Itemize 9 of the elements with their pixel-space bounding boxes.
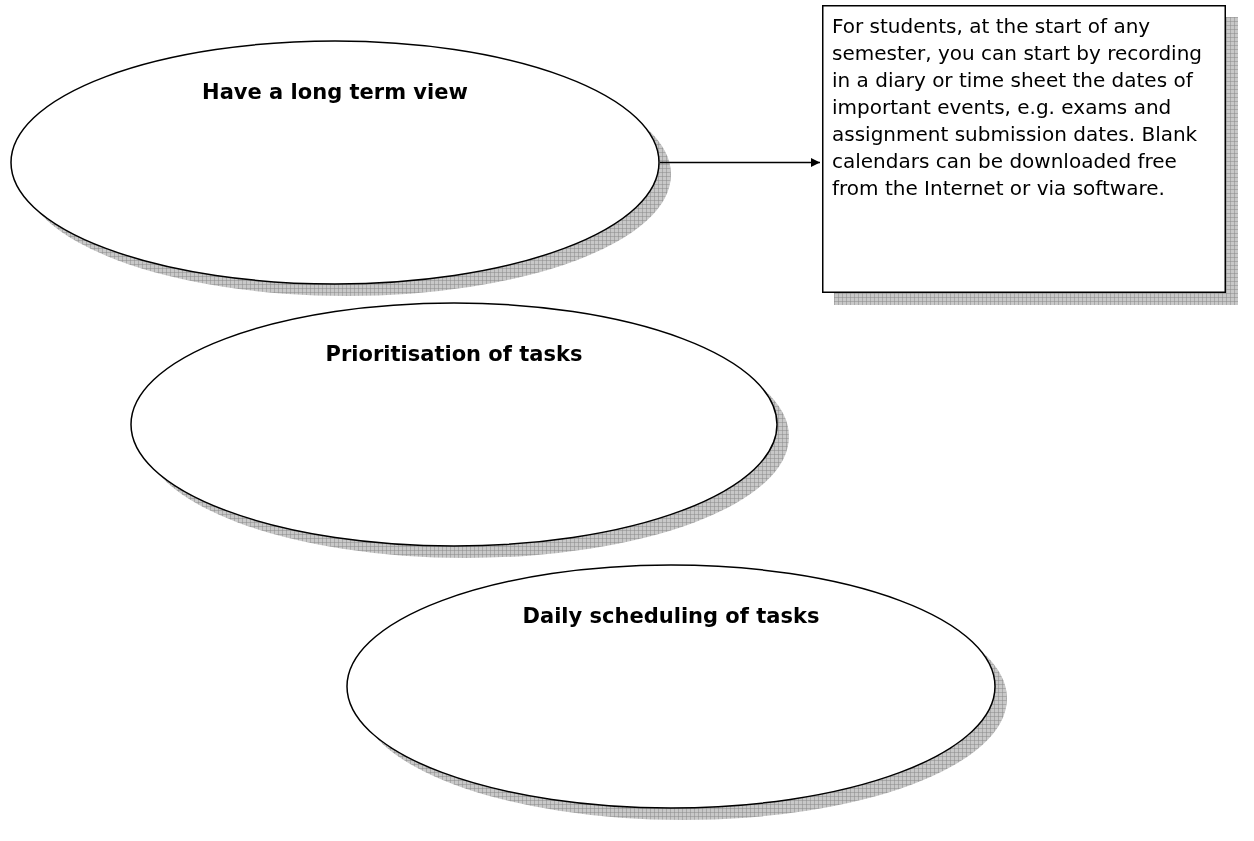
oval-node — [346, 564, 1008, 821]
oval-node — [130, 302, 790, 559]
oval-title: Have a long term view — [201, 80, 469, 104]
text-box — [822, 5, 1238, 305]
arrow — [659, 158, 821, 167]
note-text: For students, at the start of any semester, you can start by recording in a diary or time sheet the dates of important events, e.g. exams and assignment submission dates. Blank calendars can be downloaded free from the Internet or via software. — [832, 13, 1204, 202]
oval-title: Daily scheduling of tasks — [521, 604, 821, 628]
oval-title: Prioritisation of tasks — [324, 342, 584, 366]
oval-node — [10, 40, 672, 297]
